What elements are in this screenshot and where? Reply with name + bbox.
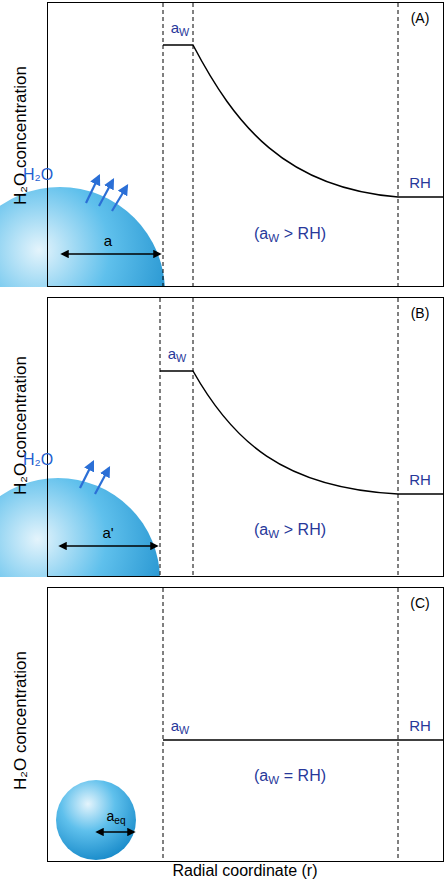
water-activity-label-text: W [179, 725, 189, 736]
radius-label: aeq [106, 809, 125, 823]
condition-label-text: = RH) [284, 768, 326, 784]
condition-label-text: > RH) [284, 226, 326, 242]
humidity-label: RH [409, 718, 431, 733]
radius-label-text: eq [114, 816, 125, 826]
radius-label: a' [102, 525, 113, 540]
condition-label: (aW > RH) [254, 522, 326, 538]
axis-label-text: Radial coordinate (r) [173, 863, 318, 879]
panel-letter: (C) [410, 596, 429, 610]
concentration-curve [163, 45, 443, 197]
panel-letter-text: (C) [410, 596, 429, 610]
axis-label: Radial coordinate (r) [173, 863, 318, 879]
water-activity-label: aW [168, 346, 187, 361]
panel-a [0, 3, 444, 398]
concentration-curve [160, 371, 443, 494]
humidity-label-text: RH [409, 718, 431, 733]
axis-label: H₂O concentration [12, 66, 29, 205]
axis-label: H₂O concentration [12, 651, 29, 790]
panel-c [48, 588, 444, 862]
axis-label-text: H₂O concentration [12, 66, 29, 205]
condition-label-text: (a [254, 522, 268, 538]
humidity-label: RH [409, 175, 431, 190]
water-label: H₂O [23, 452, 53, 468]
water-activity-label: aW [171, 20, 190, 35]
condition-label: (aW > RH) [254, 226, 326, 242]
water-label: H₂O [23, 167, 53, 183]
condition-label-text: (a [254, 226, 268, 242]
axis-label-text: H₂O concentration [12, 356, 29, 495]
radius-label-text: a [104, 233, 112, 248]
humidity-label-text: RH [409, 472, 431, 487]
water-activity-label-text: W [179, 27, 189, 38]
water-label-text: H₂O [23, 452, 53, 468]
humidity-label-text: RH [409, 175, 431, 190]
condition-label: (aW = RH) [254, 768, 326, 784]
panel-letter: (A) [411, 11, 430, 25]
condition-label-text: (a [254, 768, 268, 784]
panel-letter: (B) [411, 306, 430, 320]
condition-label-text: W [268, 775, 279, 787]
water-activity-label-text: W [176, 353, 186, 364]
concentration-curve [163, 739, 443, 741]
water-activity-label-text: a [171, 718, 179, 733]
droplet [56, 780, 136, 860]
radius-label: a [104, 233, 112, 248]
panel-letter-text: (A) [411, 11, 430, 25]
humidity-label: RH [409, 472, 431, 487]
panel-b [0, 298, 444, 683]
water-activity-label-text: a [171, 20, 179, 35]
radius-label-text: a' [102, 525, 113, 540]
axis-label: H₂O concentration [12, 356, 29, 495]
condition-label-text: W [268, 233, 279, 245]
water-activity-label-text: a [168, 346, 176, 361]
radius-label-text: a [106, 809, 114, 823]
panel-letter-text: (B) [411, 306, 430, 320]
water-label-text: H₂O [23, 167, 53, 183]
condition-label-text: W [268, 529, 279, 541]
axis-label-text: H₂O concentration [12, 651, 29, 790]
water-activity-label: aW [171, 718, 190, 733]
condition-label-text: > RH) [284, 522, 326, 538]
